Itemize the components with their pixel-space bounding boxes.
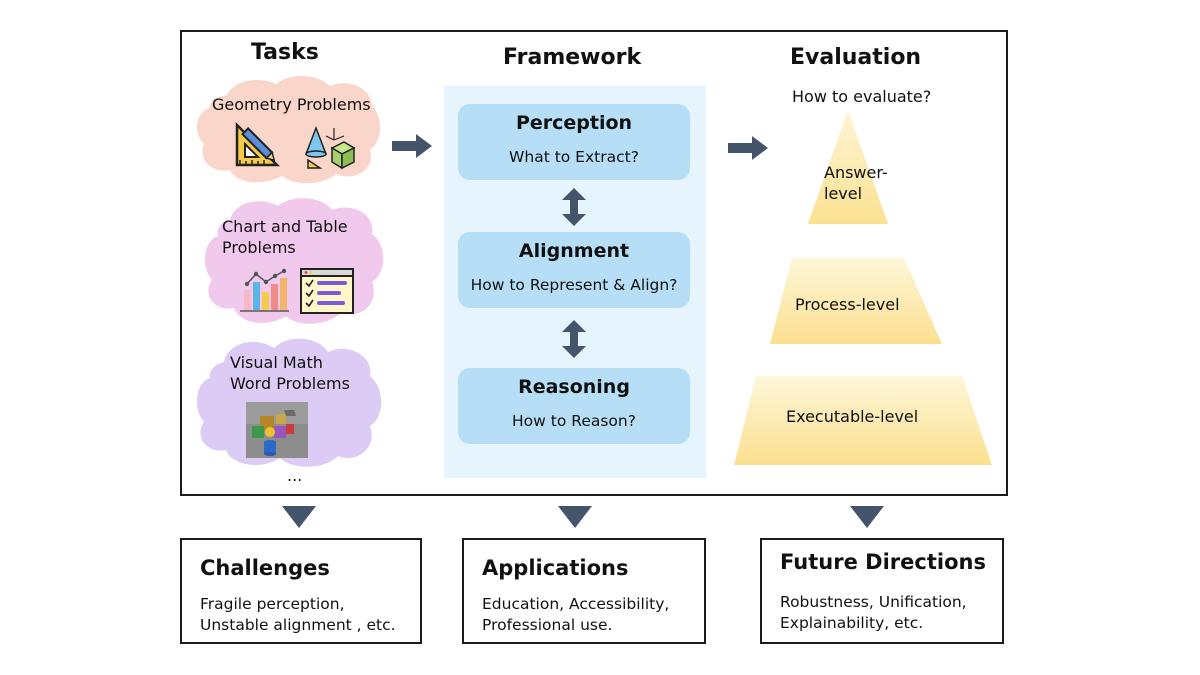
process-level-tier <box>770 258 942 344</box>
chart-table-label-line2: Problems <box>222 238 296 257</box>
answer-level-tier <box>808 110 888 224</box>
visual-math-word-problems-cloud: Visual Math Word Problems <box>196 336 382 470</box>
answer-level-label-line1: Answer- <box>824 163 888 182</box>
applications-line1: Education, Accessibility, <box>482 595 670 613</box>
down-arrow-icon <box>282 506 316 528</box>
right-arrow-icon <box>728 136 768 160</box>
challenges-title: Challenges <box>200 556 330 580</box>
table-checklist-icon <box>300 268 354 314</box>
evaluation-heading: Evaluation <box>790 45 922 70</box>
more-tasks-ellipsis: ... <box>287 466 303 485</box>
bidirectional-arrow-icon <box>562 188 586 226</box>
challenges-line2: Unstable alignment , etc. <box>200 616 396 634</box>
executable-level-label: Executable-level <box>786 407 919 426</box>
geometry-problems-label: Geometry Problems <box>212 95 371 114</box>
reasoning-title: Reasoning <box>518 376 630 398</box>
perception-subtitle: What to Extract? <box>509 148 639 166</box>
geometry-problems-cloud: Geometry Problems <box>196 74 382 186</box>
bar-chart-icon <box>240 268 289 312</box>
alignment-title: Alignment <box>518 240 630 262</box>
alignment-subtitle: How to Represent & Align? <box>470 276 678 294</box>
right-arrow-icon <box>392 134 432 158</box>
reasoning-box: Reasoning How to Reason? <box>458 368 690 444</box>
down-arrow-icon <box>850 506 884 528</box>
challenges-line1: Fragile perception, <box>200 595 345 613</box>
future-directions-line2: Explainability, etc. <box>780 614 924 632</box>
evaluation-question: How to evaluate? <box>792 87 932 106</box>
chart-table-problems-cloud: Chart and Table Problems <box>204 196 384 328</box>
future-directions-title: Future Directions <box>780 550 986 574</box>
visual-math-label-line1: Visual Math <box>230 353 323 372</box>
reasoning-subtitle: How to Reason? <box>512 412 636 430</box>
down-arrow-icon <box>558 506 592 528</box>
applications-title: Applications <box>482 556 629 580</box>
process-level-label: Process-level <box>795 295 900 314</box>
future-directions-line1: Robustness, Unification, <box>780 593 967 611</box>
bidirectional-arrow-icon <box>562 320 586 358</box>
alignment-box: Alignment How to Represent & Align? <box>458 232 690 308</box>
challenges-box: Challenges Fragile perception, Unstable … <box>180 538 422 644</box>
perception-box: Perception What to Extract? <box>458 104 690 180</box>
evaluation-pyramid <box>734 110 992 465</box>
applications-box: Applications Education, Accessibility, P… <box>462 538 706 644</box>
applications-line2: Professional use. <box>482 616 613 634</box>
chart-table-label-line1: Chart and Table <box>222 217 348 236</box>
set-square-pencil-icon <box>235 122 280 167</box>
executable-level-tier <box>734 376 992 465</box>
future-directions-box: Future Directions Robustness, Unificatio… <box>760 538 1004 644</box>
geometric-solids-icon <box>304 126 356 170</box>
visual-math-label-line2: Word Problems <box>230 374 350 393</box>
framework-heading: Framework <box>503 45 642 70</box>
answer-level-label-line2: level <box>824 184 863 203</box>
3d-objects-scene-image <box>246 402 308 458</box>
perception-title: Perception <box>515 112 633 134</box>
tasks-heading: Tasks <box>251 40 319 65</box>
